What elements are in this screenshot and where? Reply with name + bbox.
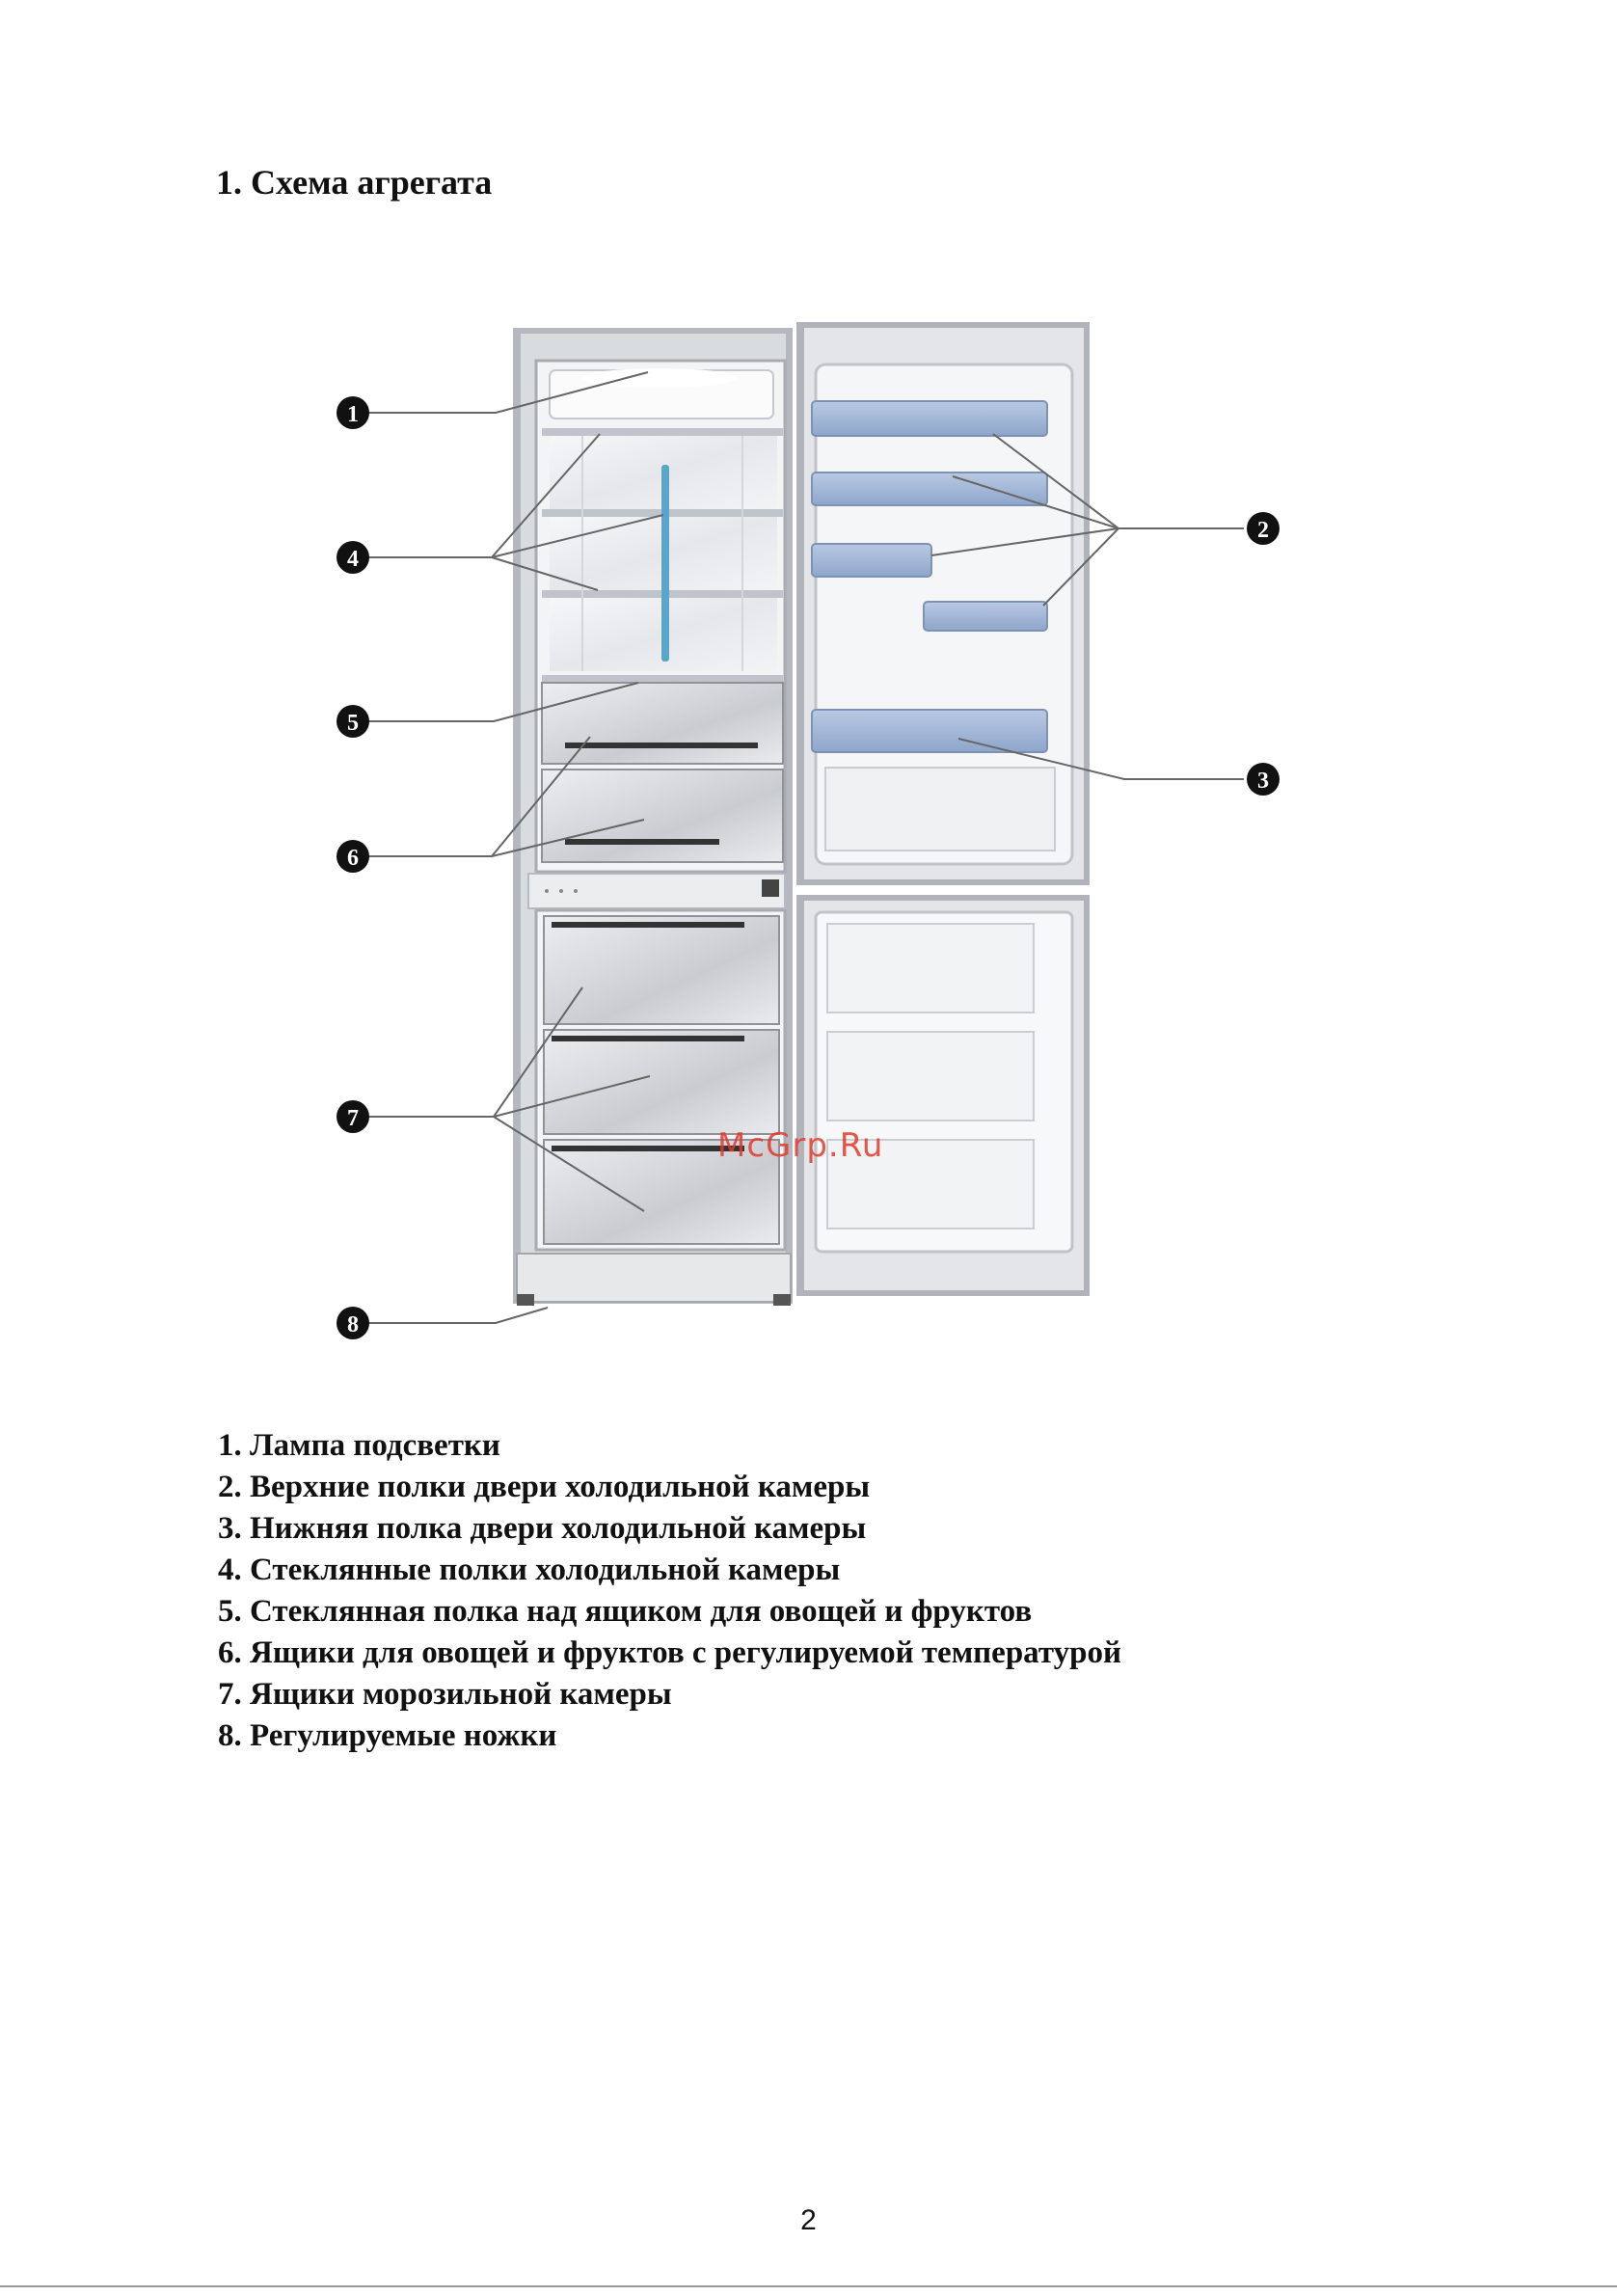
- legend-list: 1. Лампа подсветки 2. Верхние полки двер…: [218, 1425, 1121, 1757]
- section-title: 1. Схема агрегата: [216, 163, 493, 202]
- callout-1: 1: [337, 396, 369, 429]
- callout-8-number: 8: [347, 1312, 359, 1337]
- page-bottom-rule: [0, 2285, 1617, 2287]
- callout-3-number: 3: [1257, 769, 1269, 794]
- legend-item: 8. Регулируемые ножки: [218, 1718, 557, 1753]
- callout-6-number: 6: [347, 846, 359, 871]
- callout-8: 8: [337, 1307, 369, 1339]
- callout-1-number: 1: [347, 402, 359, 427]
- legend-item: 7. Ящики морозильной камеры: [218, 1677, 672, 1712]
- callout-6: 6: [337, 840, 369, 873]
- watermark: McGrp.Ru: [717, 1126, 884, 1165]
- callout-2: 2: [1247, 512, 1280, 545]
- glass-shelves: [542, 428, 783, 683]
- legend-item: 1. Лампа подсветки: [218, 1428, 500, 1463]
- callout-5-number: 5: [347, 711, 359, 736]
- callout-2-number: 2: [1257, 518, 1269, 543]
- page-number: 2: [800, 2204, 817, 2236]
- callout-7: 7: [337, 1100, 369, 1133]
- leader-lines: [366, 371, 1244, 1324]
- refrigerator-diagram: 1 4 5 6 7 8 2 3: [337, 322, 1280, 1339]
- callout-4: 4: [337, 541, 369, 574]
- legend-item: 3. Нижняя полка двери холодильной камеры: [218, 1511, 867, 1546]
- callout-3: 3: [1247, 763, 1280, 796]
- freezer-door: [796, 895, 1090, 1296]
- legend-item: 2. Верхние полки двери холодильной камер…: [218, 1470, 871, 1504]
- legend-item: 6. Ящики для овощей и фруктов с регулиру…: [218, 1635, 1121, 1670]
- crisper-drawers: [541, 682, 784, 863]
- callout-5: 5: [337, 705, 369, 738]
- lamp-panel: [549, 368, 774, 419]
- legend-item: 4. Стеклянные полки холодильной камеры: [218, 1553, 841, 1587]
- fridge-door: [796, 322, 1090, 885]
- callout-7-number: 7: [347, 1106, 359, 1131]
- callout-4-number: 4: [347, 547, 359, 572]
- legend-item: 5. Стеклянная полка над ящиком для овоще…: [218, 1594, 1033, 1629]
- freezer-drawers: [543, 915, 780, 1245]
